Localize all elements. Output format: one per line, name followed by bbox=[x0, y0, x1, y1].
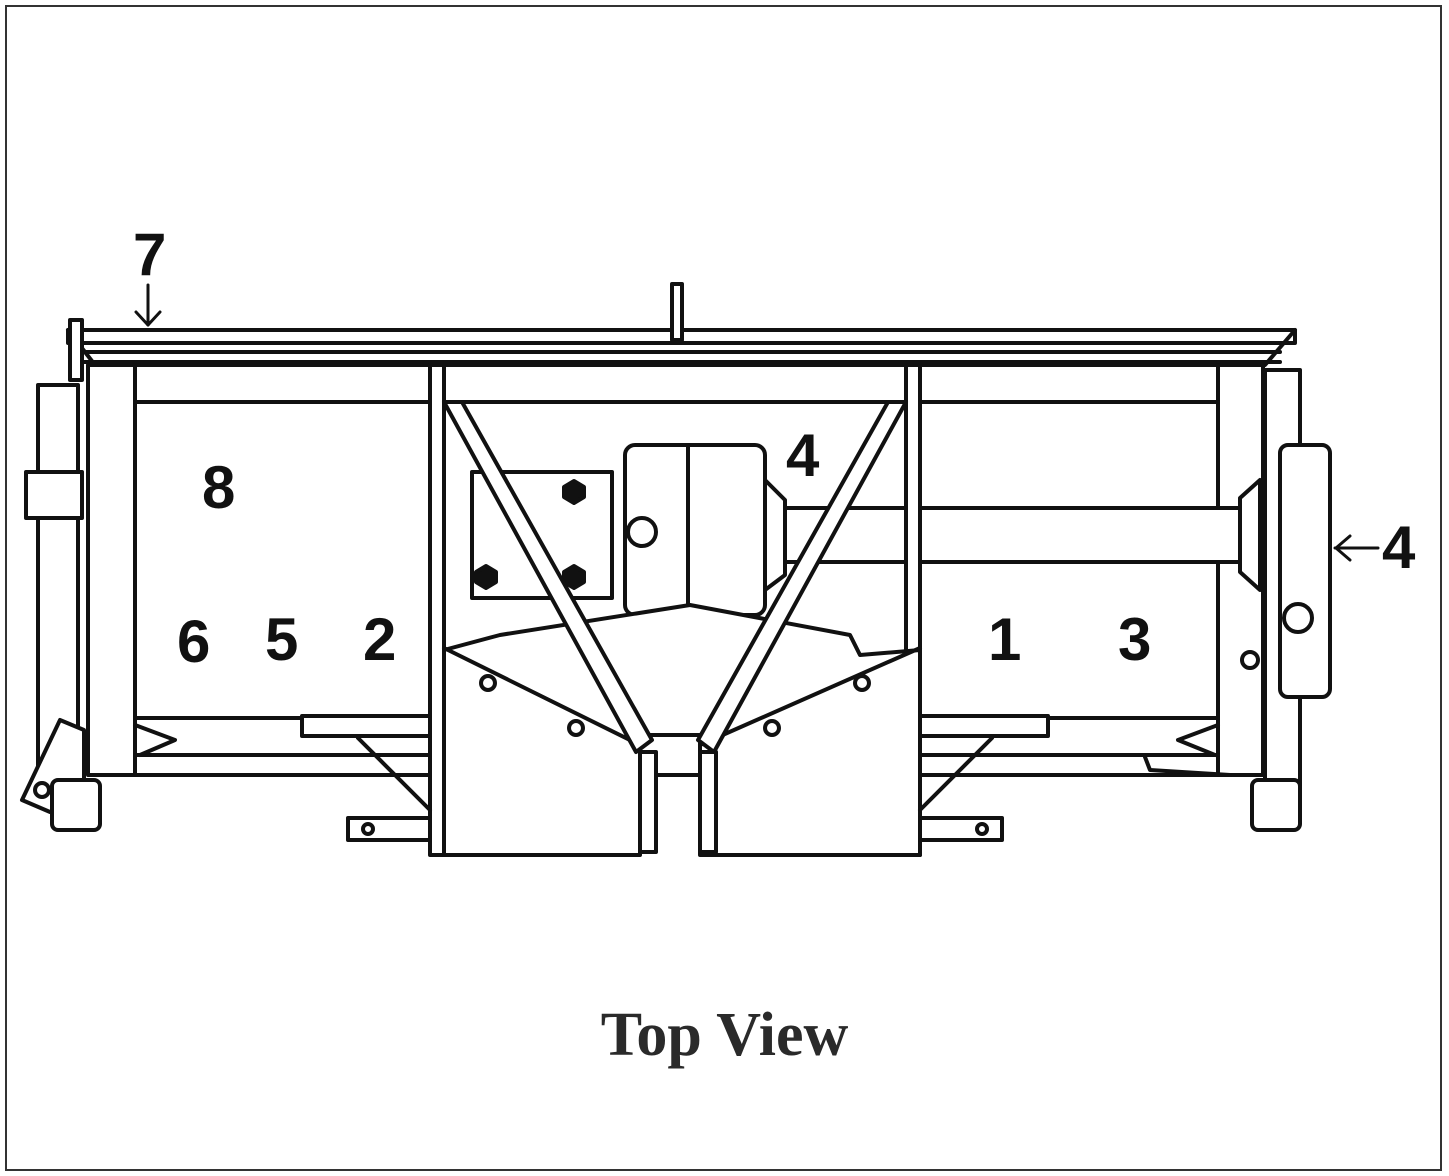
callout-4-gearbox: 4 bbox=[786, 422, 820, 489]
chute bbox=[442, 603, 922, 857]
input-shaft bbox=[778, 478, 1262, 592]
left-end-assembly bbox=[20, 318, 177, 832]
callout-8: 8 bbox=[202, 454, 235, 521]
callout-arrows bbox=[134, 283, 1380, 562]
callout-4-side: 4 bbox=[1382, 514, 1416, 581]
diagonal-braces bbox=[442, 400, 908, 854]
callout-7: 7 bbox=[133, 221, 166, 288]
callout-3: 3 bbox=[1118, 606, 1151, 673]
right-end-assembly bbox=[1143, 368, 1332, 832]
callout-1: 1 bbox=[988, 606, 1021, 673]
callout-2: 2 bbox=[363, 606, 396, 673]
mount-pins bbox=[346, 736, 1004, 842]
top-rail bbox=[66, 282, 1297, 367]
figure-caption: Top View bbox=[600, 1001, 849, 1069]
callout-6: 6 bbox=[177, 608, 210, 675]
callout-5: 5 bbox=[265, 606, 298, 673]
